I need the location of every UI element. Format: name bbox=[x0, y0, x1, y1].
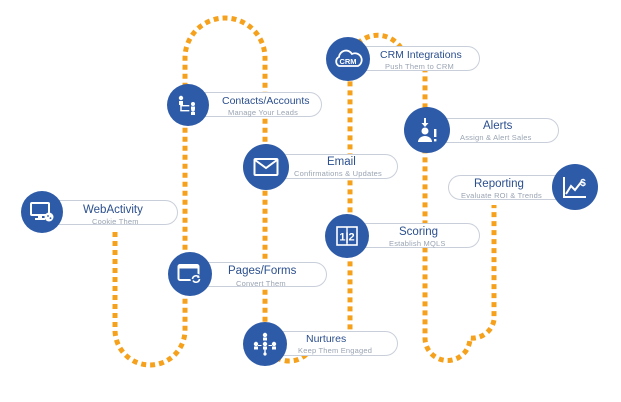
scoring-subtitle: Establish MQLS bbox=[389, 239, 446, 248]
envelope-icon bbox=[243, 144, 289, 190]
alerts-subtitle: Assign & Alert Sales bbox=[460, 133, 532, 142]
person-alert-icon bbox=[404, 107, 450, 153]
chart-dollar-icon: $ bbox=[552, 164, 598, 210]
crm-integrations-title: CRM Integrations bbox=[380, 49, 462, 61]
reporting-title: Reporting bbox=[474, 178, 524, 190]
crm-integrations-subtitle: Push Them to CRM bbox=[385, 62, 454, 71]
cloud-crm-icon: CRM bbox=[326, 37, 370, 81]
webactivity-subtitle: Cookie Them bbox=[92, 217, 139, 226]
monitor-cookie-icon bbox=[21, 191, 63, 233]
contacts-accounts-title: Contacts/Accounts bbox=[222, 95, 310, 107]
nurtures-title: Nurtures bbox=[306, 333, 347, 345]
scoring-title: Scoring bbox=[399, 226, 438, 238]
email-title: Email bbox=[327, 156, 356, 168]
alerts-title: Alerts bbox=[483, 120, 513, 132]
svg-text:$: $ bbox=[580, 178, 586, 189]
hierarchy-icon bbox=[167, 84, 209, 126]
browser-refresh-icon bbox=[168, 252, 212, 296]
webactivity-title: WebActivity bbox=[83, 204, 143, 216]
score-numbers-icon: 1|2 bbox=[325, 214, 369, 258]
email-subtitle: Confirmations & Updates bbox=[294, 169, 382, 178]
nurtures-subtitle: Keep Them Engaged bbox=[298, 346, 373, 355]
reporting-subtitle: Evaluate ROI & Trends bbox=[461, 191, 542, 200]
people-network-icon bbox=[243, 322, 287, 366]
score-numbers-label: 1|2 bbox=[339, 232, 354, 244]
pages-forms-subtitle: Convert Them bbox=[236, 279, 286, 288]
cloud-crm-label: CRM bbox=[339, 57, 356, 66]
contacts-accounts-subtitle: Manage Your Leads bbox=[228, 108, 299, 117]
pages-forms-title: Pages/Forms bbox=[228, 265, 297, 277]
